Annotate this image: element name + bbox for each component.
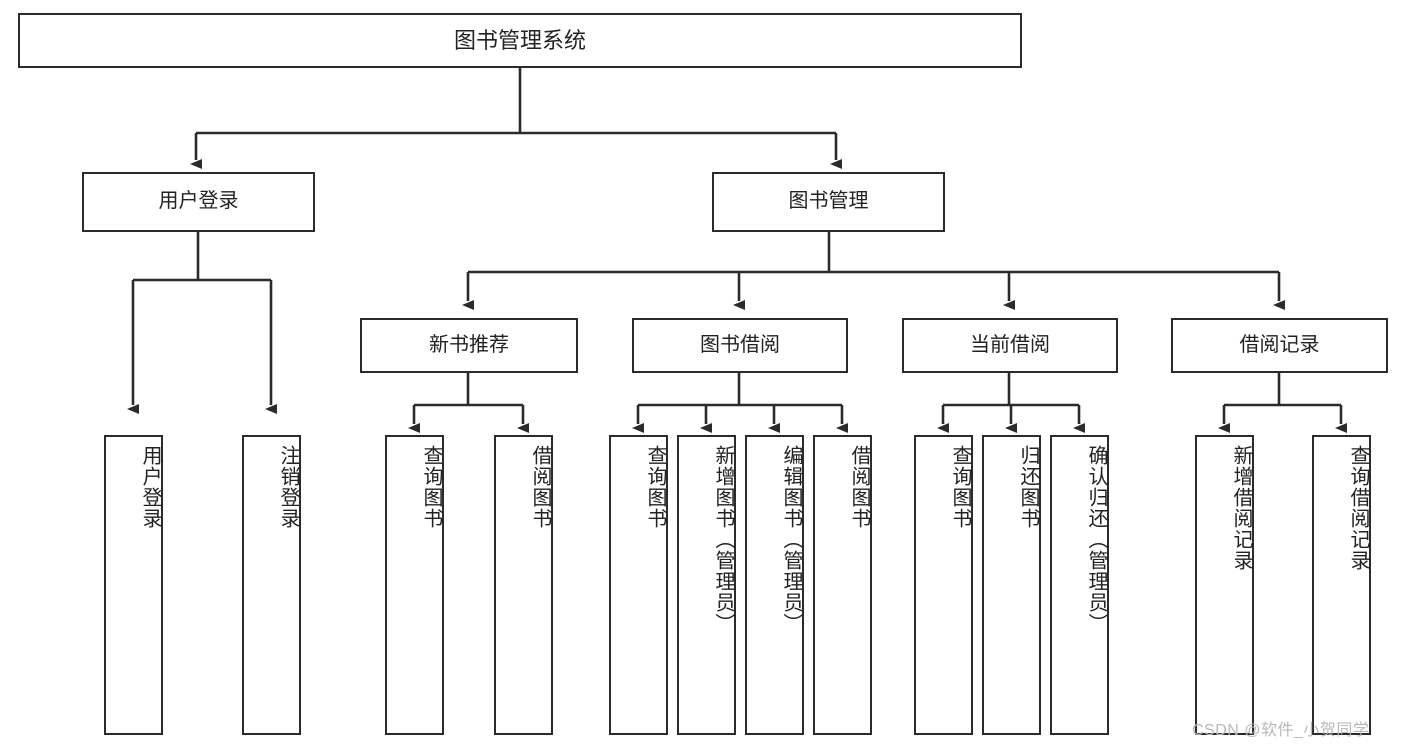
node-label: 当前借阅 [970, 333, 1050, 356]
leaf-label: 借阅图书 [529, 445, 551, 529]
node-label: 图书管理 [788, 190, 869, 213]
node-label: 图书借阅 [700, 333, 780, 356]
leaf-new-book-borrow[interactable]: 借阅图书 [494, 435, 553, 735]
node-label: 借阅记录 [1239, 333, 1320, 356]
leaf-record-add[interactable]: 新增借阅记录 [1195, 435, 1254, 735]
leaf-record-query[interactable]: 查询借阅记录 [1312, 435, 1371, 735]
leaf-borrow-edit-book[interactable]: 编辑图书（管理员） [745, 435, 804, 735]
leaf-borrow-borrow-book[interactable]: 借阅图书 [813, 435, 872, 735]
leaf-label: 确认归还（管理员） [1085, 445, 1107, 634]
leaf-label: 归还图书 [1017, 445, 1039, 529]
node-root-system[interactable]: 图书管理系统 [18, 13, 1022, 68]
leaf-label: 编辑图书（管理员） [780, 445, 802, 634]
leaf-user-login-signout[interactable]: 注销登录 [242, 435, 301, 735]
node-book-borrow[interactable]: 图书借阅 [632, 318, 848, 373]
leaf-label: 查询图书 [420, 445, 442, 529]
leaf-label: 查询图书 [644, 445, 666, 529]
leaf-borrow-add-book[interactable]: 新增图书（管理员） [677, 435, 736, 735]
node-label: 新书推荐 [429, 333, 509, 356]
leaf-user-login-signin[interactable]: 用户登录 [104, 435, 163, 735]
leaf-label: 用户登录 [139, 445, 161, 529]
leaf-current-query-book[interactable]: 查询图书 [914, 435, 973, 735]
leaf-label: 借阅图书 [848, 445, 870, 529]
node-current-borrow[interactable]: 当前借阅 [902, 318, 1118, 373]
leaf-new-book-query[interactable]: 查询图书 [385, 435, 444, 735]
node-user-login[interactable]: 用户登录 [82, 172, 315, 232]
leaf-label: 查询借阅记录 [1347, 445, 1369, 571]
node-borrow-record[interactable]: 借阅记录 [1171, 318, 1388, 373]
node-label: 图书管理系统 [453, 27, 586, 53]
node-book-management[interactable]: 图书管理 [712, 172, 945, 232]
leaf-label: 查询图书 [949, 445, 971, 529]
leaf-current-return-book[interactable]: 归还图书 [982, 435, 1041, 735]
leaf-label: 注销登录 [277, 445, 299, 529]
leaf-current-confirm-return[interactable]: 确认归还（管理员） [1050, 435, 1109, 735]
csdn-watermark: CSDN @软件_小贺同学 [1192, 722, 1370, 739]
node-new-book-recommend[interactable]: 新书推荐 [360, 318, 578, 373]
leaf-label: 新增借阅记录 [1230, 445, 1252, 571]
leaf-borrow-query-book[interactable]: 查询图书 [609, 435, 668, 735]
node-label: 用户登录 [158, 190, 239, 213]
leaf-label: 新增图书（管理员） [712, 445, 734, 634]
